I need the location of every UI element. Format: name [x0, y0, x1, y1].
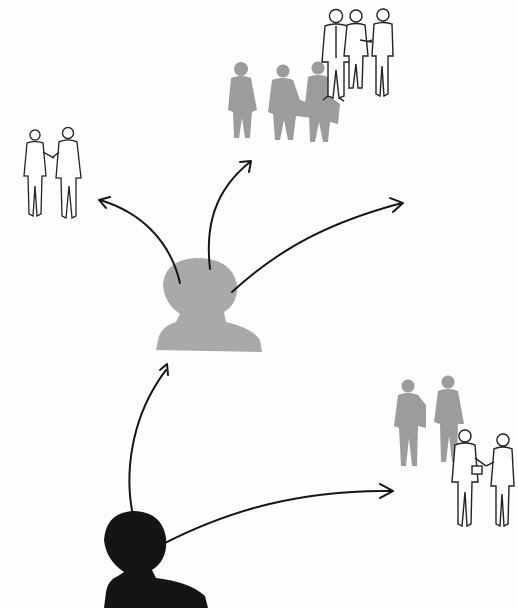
dark-head-silhouette: [104, 511, 208, 608]
arrow: [129, 364, 168, 515]
bottom-right-group: [394, 376, 514, 527]
top-group: [228, 9, 393, 142]
drawn-person: [452, 430, 486, 526]
drawn-person: [344, 10, 372, 88]
shadow-figure: [394, 380, 426, 467]
top-left-pair: [24, 128, 81, 219]
drawn-person: [486, 434, 514, 526]
arrow: [99, 197, 180, 283]
drawn-person: [52, 128, 81, 219]
shadow-figure: [228, 62, 257, 138]
gray-head-silhouette: [156, 258, 262, 352]
arrow: [165, 484, 393, 543]
drawn-person: [24, 130, 54, 216]
drawn-person: [366, 9, 393, 96]
arrow: [232, 198, 403, 292]
arrows: [99, 161, 403, 543]
arrow: [209, 161, 251, 269]
